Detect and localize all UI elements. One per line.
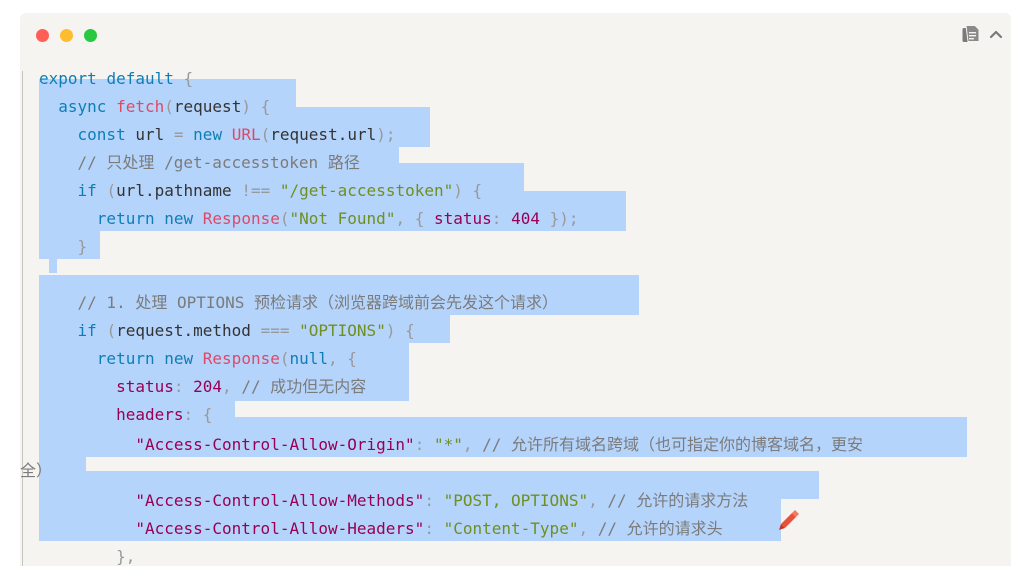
code-line-6: return new Response("Not Found", { statu… bbox=[96, 209, 579, 228]
code-line-1: export default { bbox=[39, 69, 194, 88]
code-line-2: async fetch(request) { bbox=[58, 97, 271, 116]
code-line-3: const url = new URL(request.url); bbox=[77, 125, 396, 144]
highlighter-pen-icon[interactable] bbox=[777, 506, 801, 530]
minimize-dot bbox=[60, 29, 73, 42]
code-line-13: headers: { bbox=[116, 405, 213, 424]
code-line-12: status: 204, // 成功但无内容 bbox=[116, 377, 367, 396]
code-line-14: "Access-Control-Allow-Origin": "*", // 允… bbox=[135, 435, 864, 454]
code-line-9: // 1. 处理 OPTIONS 预检请求（浏览器跨域前会先发这个请求） bbox=[77, 293, 559, 312]
code-line-16: "Access-Control-Allow-Headers": "Content… bbox=[135, 519, 723, 538]
code-content[interactable]: export default { async fetch(request) { … bbox=[20, 13, 1011, 566]
copy-icon[interactable] bbox=[962, 25, 980, 45]
gutter-line bbox=[22, 71, 23, 566]
maximize-dot bbox=[84, 29, 97, 42]
code-line-17: }, bbox=[116, 547, 136, 566]
code-block-titlebar bbox=[20, 13, 1011, 61]
code-block-window: export default { async fetch(request) { … bbox=[20, 13, 1011, 566]
code-line-15: "Access-Control-Allow-Methods": "POST, O… bbox=[135, 491, 749, 510]
code-line-10: if (request.method === "OPTIONS") { bbox=[77, 321, 415, 340]
code-line-14-wrap: 全） bbox=[20, 461, 53, 480]
code-line-7: } bbox=[77, 237, 88, 256]
chevron-up-icon[interactable] bbox=[989, 27, 1003, 41]
code-line-5: if (url.pathname !== "/get-accesstoken")… bbox=[77, 181, 483, 200]
code-line-11: return new Response(null, { bbox=[96, 349, 357, 368]
close-dot bbox=[36, 29, 49, 42]
code-line-4: // 只处理 /get-accesstoken 路径 bbox=[77, 153, 360, 172]
